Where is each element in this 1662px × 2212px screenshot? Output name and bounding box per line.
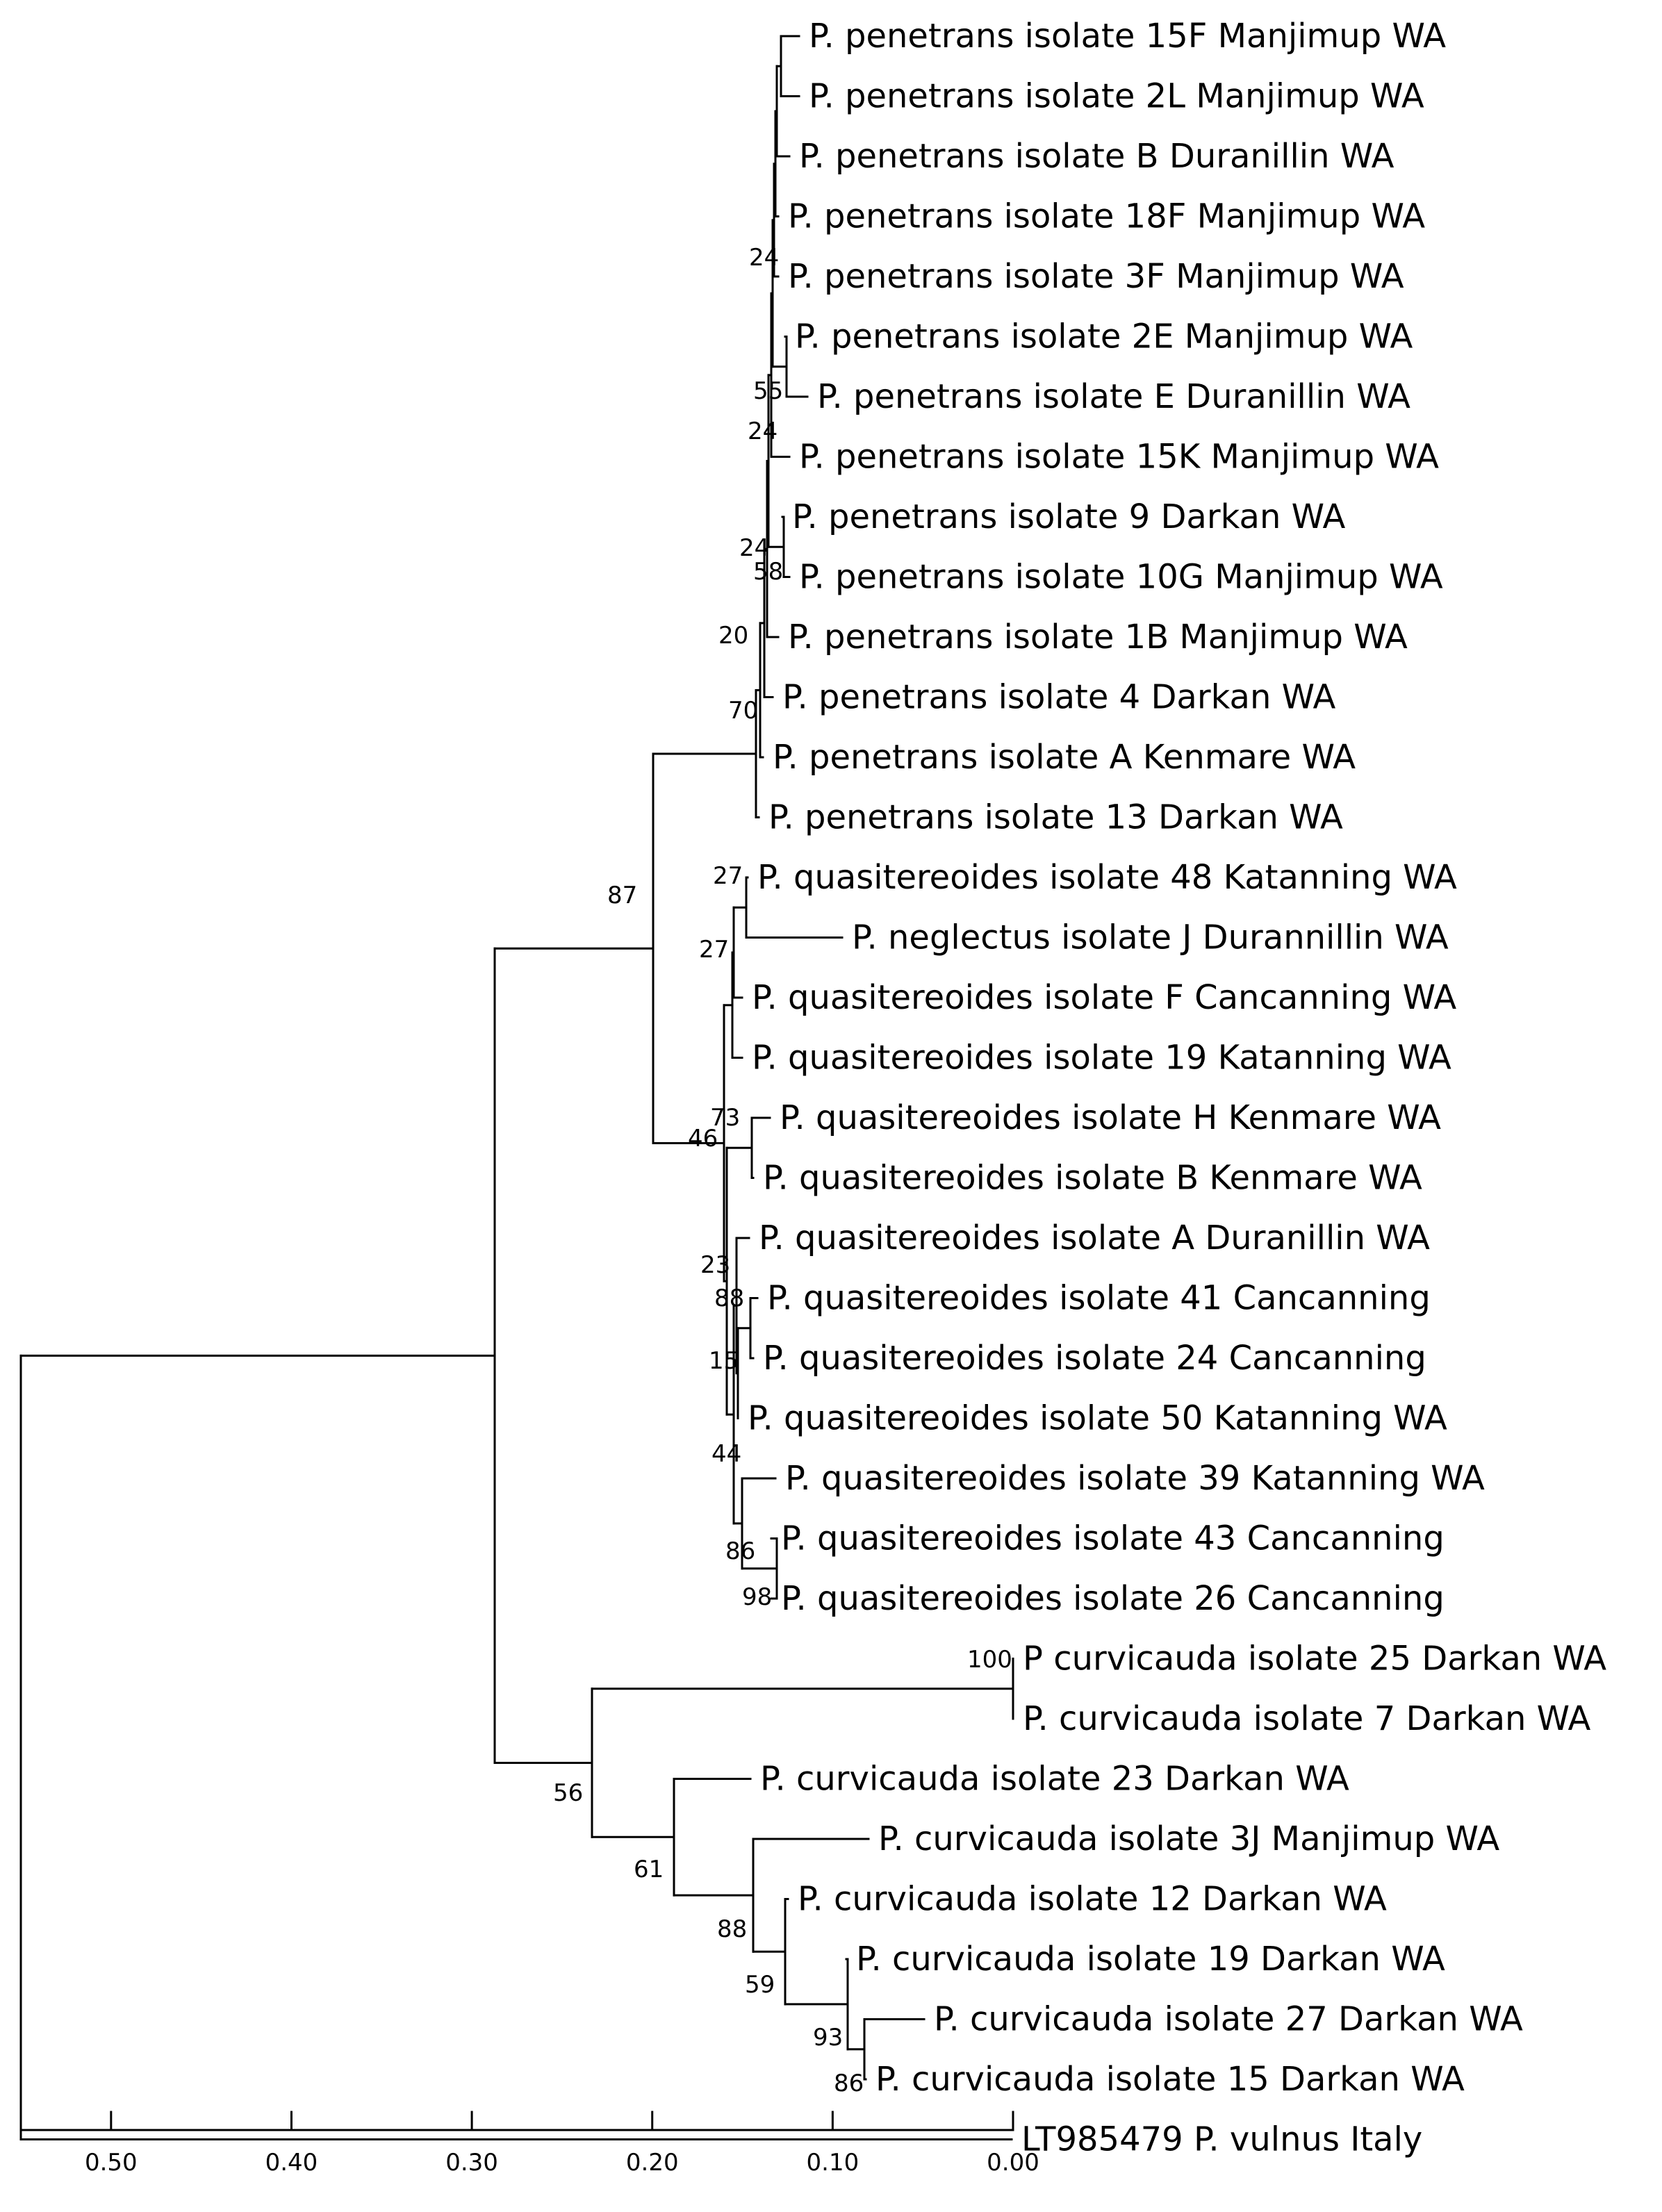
leaf-label: P. quasitereoides isolate 43 Cancanning [781, 1519, 1445, 1558]
axis-tick-label: 0.50 [85, 2149, 138, 2177]
axis-tick-label: 0.30 [445, 2149, 498, 2177]
support-value: 98 [742, 1583, 772, 1611]
leaf-label: P. penetrans isolate 9 Darkan WA [792, 497, 1345, 536]
support-value: 86 [834, 2070, 864, 2097]
leaf-label: P. curvicauda isolate 3J Manjimup WA [878, 1819, 1499, 1858]
support-value: 55 [753, 377, 783, 405]
support-value: 88 [717, 1915, 747, 1943]
support-value: 24 [749, 244, 779, 272]
support-value: 27 [713, 862, 743, 890]
support-value: 73 [710, 1104, 740, 1132]
support-value: 59 [745, 1971, 775, 1999]
leaf-labels: P. penetrans isolate 15F Manjimup WA P. p… [748, 17, 1606, 2159]
axis-tick-label: 0.00 [987, 2149, 1039, 2177]
support-value: 56 [553, 1779, 583, 1807]
leaf-label: P. curvicauda isolate 7 Darkan WA [1023, 1699, 1591, 1738]
leaf-label: P. quasitereoides isolate H Kenmare WA [780, 1098, 1441, 1137]
leaf-label: P. quasitereoides isolate F Cancanning W… [752, 978, 1456, 1017]
support-value: 87 [607, 882, 637, 909]
support-value: 27 [699, 936, 729, 964]
leaf-label: P. curvicauda isolate 23 Darkan WA [760, 1760, 1349, 1799]
leaf-label: P. penetrans isolate 13 Darkan WA [768, 798, 1343, 837]
leaf-label: P. quasitereoides isolate 39 Katanning W… [785, 1459, 1485, 1498]
axis-tick-label: 0.20 [626, 2149, 679, 2177]
support-value: 15 [709, 1347, 739, 1375]
leaf-label: P curvicauda isolate 25 Darkan WA [1023, 1640, 1606, 1678]
leaf-label: P. penetrans isolate 4 Darkan WA [782, 678, 1335, 717]
support-value: 58 [753, 558, 783, 586]
support-value: 93 [813, 2024, 843, 2052]
leaf-label: P. neglectus isolate J Durannillin WA [852, 918, 1449, 957]
leaf-label: P. penetrans isolate 15F Manjimup WA [809, 17, 1446, 56]
leaf-label: P. quasitereoides isolate 41 Cancanning [767, 1279, 1431, 1318]
leaf-label: P. penetrans isolate 1B Manjimup WA [788, 618, 1408, 657]
leaf-label: P. penetrans isolate E Duranillin WA [817, 377, 1410, 416]
leaf-label: P. penetrans isolate 15K Manjimup WA [799, 438, 1439, 477]
support-value: 61 [634, 1856, 664, 1883]
leaf-label: P. curvicauda isolate 27 Darkan WA [934, 2000, 1523, 2039]
leaf-label: P. curvicauda isolate 19 Darkan WA [856, 1940, 1445, 1979]
leaf-label: P. penetrans isolate 10G Manjimup WA [799, 558, 1443, 597]
leaf-label: P. quasitereoides isolate 24 Cancanning [763, 1339, 1426, 1378]
leaf-label: P. penetrans isolate 3F Manjimup WA [788, 257, 1404, 296]
leaf-label: P. penetrans isolate A Kenmare WA [773, 738, 1356, 777]
leaf-label: LT985479 P. vulnus Italy [1021, 2120, 1422, 2159]
support-value: 44 [711, 1440, 741, 1468]
leaf-label: P. curvicauda isolate 15 Darkan WA [875, 2060, 1465, 2099]
leaf-label: P. quasitereoides isolate A Duranillin W… [759, 1219, 1430, 1257]
axis-tick-label: 0.10 [807, 2149, 859, 2177]
leaf-label: P. quasitereoides isolate 26 Cancanning [781, 1579, 1445, 1618]
scale-axis: 0.50 0.40 0.30 0.20 0.10 0.00 [19, 2111, 1039, 2177]
support-value: 100 [967, 1646, 1012, 1674]
support-value: 70 [728, 697, 758, 725]
support-value: 20 [718, 622, 748, 650]
bootstrap-support-values: 2455242458207087272773462388154486981005… [553, 244, 1012, 2097]
support-value: 88 [714, 1285, 744, 1312]
leaf-label: P. quasitereoides isolate 48 Katanning W… [757, 858, 1457, 897]
support-value: 24 [739, 534, 769, 562]
leaf-label: P. penetrans isolate B Duranillin WA [799, 137, 1394, 176]
leaf-label: P. penetrans isolate 18F Manjimup WA [788, 197, 1425, 236]
leaf-label: P. quasitereoides isolate 50 Katanning W… [748, 1399, 1447, 1438]
support-value: 86 [725, 1537, 755, 1565]
leaf-label: P. quasitereoides isolate B Kenmare WA [763, 1159, 1422, 1198]
axis-tick-label: 0.40 [265, 2149, 318, 2177]
support-value: 24 [748, 418, 777, 445]
leaf-label: P. quasitereoides isolate 19 Katanning W… [752, 1039, 1451, 1078]
leaf-label: P. penetrans isolate 2L Manjimup WA [809, 77, 1424, 116]
support-value: 23 [700, 1251, 730, 1279]
leaf-label: P. penetrans isolate 2E Manjimup WA [795, 317, 1413, 356]
support-value: 46 [688, 1125, 718, 1153]
leaf-label: P. curvicauda isolate 12 Darkan WA [798, 1880, 1387, 1919]
tree-branches [19, 35, 1014, 2140]
